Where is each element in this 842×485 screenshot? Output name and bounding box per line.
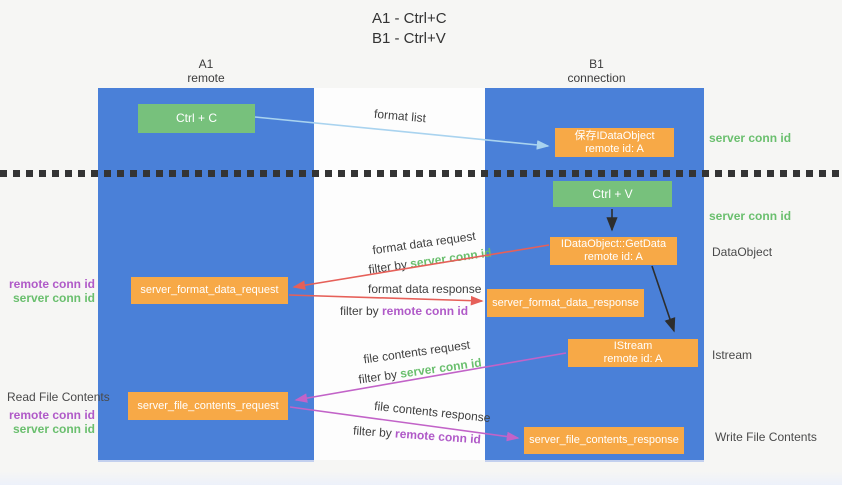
- lane-a1-role: remote: [187, 71, 225, 85]
- right-server-conn-id-mid: server conn id: [709, 209, 792, 223]
- filter-by-text: filter by: [352, 423, 396, 441]
- ctrl-v-label: Ctrl + V: [592, 186, 633, 201]
- right-server-conn-id-top: server conn id: [709, 131, 792, 145]
- save-idataobject-line1: 保存IDataObject: [574, 129, 655, 142]
- node-save-idataobject: 保存IDataObject remote id: A: [555, 128, 674, 157]
- node-idataobject-getdata: IDataObject::GetData remote id: A: [550, 237, 677, 265]
- left-file-server-conn-id: server conn id: [12, 422, 95, 436]
- getdata-line1: IDataObject::GetData: [560, 238, 667, 250]
- lane-header-a1: A1 remote: [98, 57, 314, 85]
- title-line-2: B1 - Ctrl+V: [372, 30, 446, 47]
- node-server-format-data-response: server_format_data_response: [487, 289, 644, 317]
- dataobject-label: DataObject: [712, 245, 773, 259]
- left-file-remote-conn-id: remote conn id: [8, 408, 95, 422]
- node-istream: IStream remote id: A: [568, 339, 698, 367]
- ctrl-c-label: Ctrl + C: [175, 111, 217, 125]
- lane-b1-role: connection: [567, 71, 626, 85]
- istream-line1: IStream: [613, 340, 653, 352]
- remote-conn-id-key: remote conn id: [382, 304, 469, 318]
- node-server-format-data-request: server_format_data_request: [131, 277, 288, 304]
- title-line-1: A1 - Ctrl+C: [372, 10, 447, 27]
- save-idataobject-line2: remote id: A: [585, 142, 644, 155]
- left-format-remote-conn-id: remote conn id: [8, 277, 95, 291]
- format-request-label: server_format_data_request: [140, 284, 279, 296]
- lane-b1-name: B1: [589, 57, 604, 71]
- filter-by-text: filter by: [340, 304, 383, 318]
- format-response-label: server_format_data_response: [492, 296, 639, 309]
- file-request-label: server_file_contents_request: [137, 399, 279, 412]
- bottom-fade: [0, 471, 842, 485]
- read-file-contents-label: Read File Contents: [7, 390, 110, 404]
- istream-line2: remote id: A: [603, 353, 663, 365]
- phase-divider-dotted-line: [0, 170, 842, 177]
- istream-label: Istream: [712, 348, 753, 362]
- write-file-contents-label: Write File Contents: [715, 430, 817, 444]
- lane-a1-name: A1: [198, 57, 214, 71]
- diagram-title: A1 - Ctrl+C B1 - Ctrl+V: [372, 9, 447, 49]
- edge-label-format-response-filter: filter by remote conn id: [340, 304, 468, 318]
- edge-label-format-data-response: format data response: [368, 282, 482, 296]
- node-server-file-contents-request: server_file_contents_request: [128, 392, 288, 420]
- left-format-server-conn-id: server conn id: [12, 291, 95, 305]
- getdata-line2: remote id: A: [584, 251, 643, 263]
- file-response-label: server_file_contents_response: [529, 434, 679, 446]
- node-ctrl-c: Ctrl + C: [138, 104, 255, 133]
- lane-header-b1: B1 connection: [487, 57, 706, 85]
- node-ctrl-v: Ctrl + V: [553, 181, 672, 207]
- node-server-file-contents-response: server_file_contents_response: [524, 427, 684, 454]
